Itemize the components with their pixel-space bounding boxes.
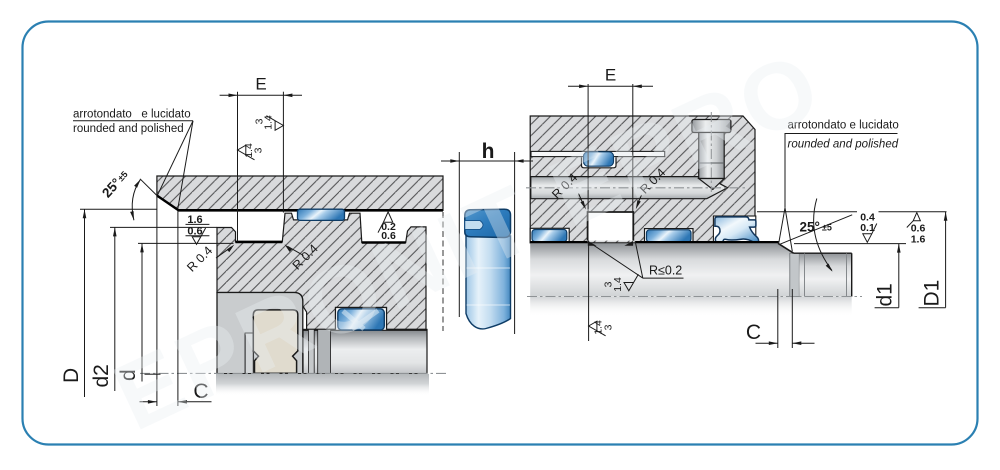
svg-text:1.4: 1.4: [263, 115, 275, 130]
svg-text:d2: d2: [90, 364, 113, 387]
svg-text:h: h: [482, 140, 495, 163]
svg-text:1.6: 1.6: [911, 233, 926, 245]
svg-text:3: 3: [254, 118, 266, 124]
svg-text:1.6: 1.6: [187, 214, 202, 226]
svg-text:3: 3: [603, 281, 615, 287]
svg-text:1.4: 1.4: [593, 320, 605, 335]
svg-text:3: 3: [253, 147, 265, 153]
svg-text:R≤0.2: R≤0.2: [649, 264, 682, 278]
svg-text:0.4: 0.4: [860, 212, 875, 224]
svg-text:rounded and polished: rounded and polished: [73, 123, 184, 135]
svg-text:E: E: [255, 75, 266, 94]
svg-text:E: E: [605, 66, 616, 85]
svg-text:0.1: 0.1: [860, 222, 875, 234]
svg-text:25°±5: 25°±5: [800, 220, 832, 235]
svg-text:3: 3: [603, 324, 615, 330]
svg-text:d1: d1: [874, 283, 897, 306]
svg-text:D1: D1: [921, 280, 944, 307]
svg-text:d: d: [117, 369, 140, 381]
svg-text:C: C: [193, 380, 208, 403]
svg-text:arrotondato e lucidato: arrotondato e lucidato: [73, 109, 191, 121]
svg-text:1.4: 1.4: [612, 277, 624, 292]
svg-text:0.2: 0.2: [381, 221, 396, 233]
svg-text:C: C: [746, 321, 761, 344]
svg-text:D: D: [60, 368, 83, 383]
svg-text:0.6: 0.6: [381, 230, 396, 242]
svg-text:rounded and polished: rounded and polished: [788, 139, 899, 151]
svg-text:0.6: 0.6: [911, 222, 926, 234]
svg-text:arrotondato e lucidato: arrotondato e lucidato: [788, 120, 899, 132]
svg-text:1.4: 1.4: [243, 143, 255, 158]
svg-text:0.6: 0.6: [187, 226, 202, 238]
